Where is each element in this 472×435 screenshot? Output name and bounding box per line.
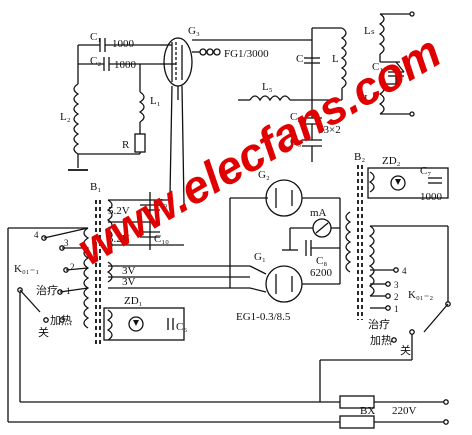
label-l1: L₁ <box>150 95 161 107</box>
label-220v: 220V <box>392 405 417 417</box>
label-sw-r-3: 3 <box>394 280 399 290</box>
label-l2: L₂ <box>60 111 71 123</box>
label-sw-l-2: 2 <box>70 262 75 272</box>
label-l5: L₅ <box>262 81 273 93</box>
label-c9: C₉ <box>156 197 167 209</box>
output-coils <box>378 11 415 117</box>
rectifier-tubes <box>229 179 341 303</box>
label-therapy-right: 治疗 <box>368 317 390 331</box>
switch-k01-1 <box>7 227 340 423</box>
label-v52b: 5.2V <box>108 233 130 245</box>
label-zd2: ZD₂ <box>382 155 401 167</box>
label-k-right: K₀₁₋₂ <box>408 289 433 301</box>
label-ma: mA <box>310 207 327 219</box>
label-off-right: 关 <box>400 343 411 357</box>
label-eg: EG1-0.3/8.5 <box>236 311 291 323</box>
label-c8-val: 6200 <box>310 267 333 279</box>
label-c7: C₇ <box>420 165 431 177</box>
label-sw-l-4: 4 <box>34 230 39 240</box>
label-b1: B₁ <box>90 181 101 193</box>
label-g1: G₁ <box>254 251 266 263</box>
diagram-labels: C₁ 1000 C₂ 1000 G₃ FG1/3000 L₂ L₁ R L₅ C… <box>14 25 443 417</box>
transformer-b1 <box>83 192 250 345</box>
label-sw-r-2: 2 <box>394 292 399 302</box>
label-heat-left: 加热 <box>50 314 72 327</box>
label-c10: C₁₀ <box>154 233 169 245</box>
mains-section <box>319 334 449 429</box>
label-c3b: C₃ <box>290 136 301 148</box>
label-fg: FG1/3000 <box>224 48 269 60</box>
label-g3: G₃ <box>188 25 200 37</box>
label-b2: B₂ <box>354 151 365 163</box>
label-c2b: C₂ <box>290 111 301 123</box>
label-c: C <box>296 53 303 65</box>
label-3v-b: 3V <box>122 276 136 288</box>
label-v52a: 5.2V <box>108 205 130 217</box>
label-g2: G₂ <box>258 169 270 181</box>
label-sw-l-1: 1 <box>66 286 71 296</box>
label-k-left: K₀₁₋₁ <box>14 263 39 275</box>
label-therapy-left: 治疗 <box>36 283 58 297</box>
label-sw-l-3: 3 <box>64 238 69 248</box>
label-c6: C₆ <box>176 321 187 333</box>
label-sw-r-1: 1 <box>394 304 399 314</box>
label-c2-top: C₂ <box>90 55 101 67</box>
label-bx: BX <box>360 405 375 417</box>
transformer-b2 <box>345 165 451 343</box>
label-ls: Lₛ <box>364 25 375 37</box>
label-sw-r-4: 4 <box>402 266 407 276</box>
oscillator-section <box>68 27 347 206</box>
label-3v-a: 3V <box>122 265 136 277</box>
label-c1-top-val: 1000 <box>112 38 135 50</box>
label-c8: C₈ <box>316 255 327 267</box>
label-c1-top: C₁ <box>90 31 101 43</box>
label-l: L <box>332 53 339 65</box>
label-l7: L₇ <box>364 93 375 105</box>
label-cap-val: 33×2 <box>318 124 341 136</box>
label-heat-right: 加热 <box>370 334 392 347</box>
label-off-left: 关 <box>38 325 49 339</box>
label-c1r: C₁ <box>372 61 383 73</box>
label-r: R <box>122 139 130 151</box>
label-c7-val: 1000 <box>420 191 443 203</box>
label-zd1: ZD₁ <box>124 295 143 307</box>
label-c2-top-val: 1000 <box>114 59 137 71</box>
